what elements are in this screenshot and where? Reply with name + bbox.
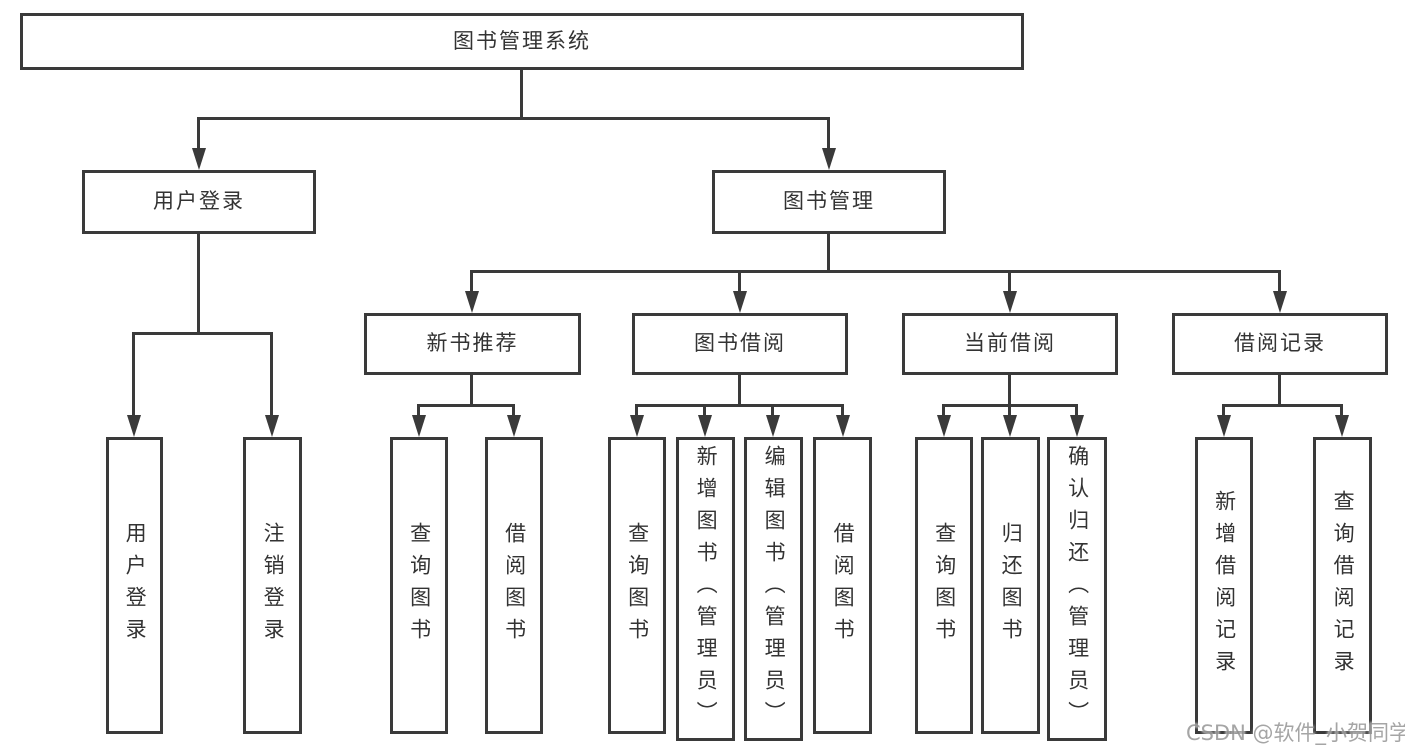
connector-v (827, 117, 830, 150)
arrow-down-icon (1217, 415, 1231, 437)
leaf-query-borrow-record: 查询借阅记录 (1313, 437, 1372, 734)
leaf-add-book-admin: 新增图书（管理员） (676, 437, 735, 741)
connector-v (1340, 404, 1343, 417)
node-borrow-records: 借阅记录 (1172, 313, 1388, 375)
connector-v (132, 332, 135, 417)
connector-v (1008, 404, 1011, 417)
arrow-down-icon (698, 415, 712, 437)
node-user-login: 用户登录 (82, 170, 316, 234)
connector-v (520, 70, 523, 118)
arrow-down-icon (1335, 415, 1349, 437)
arrow-down-icon (465, 291, 479, 313)
arrow-down-icon (507, 415, 521, 437)
node-root: 图书管理系统 (20, 13, 1024, 70)
leaf-borrow-books-recommend: 借阅图书 (485, 437, 543, 734)
arrow-down-icon (822, 148, 836, 170)
arrow-down-icon (412, 415, 426, 437)
connector-h (132, 332, 273, 335)
csdn-watermark: CSDN @软件_小贺同学 (1186, 721, 1405, 745)
connector-v (197, 234, 200, 335)
connector-v (942, 404, 945, 417)
connector-v (512, 404, 515, 417)
connector-v (1008, 270, 1011, 293)
connector-h (635, 404, 844, 407)
connector-h (470, 270, 1281, 273)
connector-v (470, 270, 473, 293)
arrow-down-icon (1070, 415, 1084, 437)
node-new-book-recommend: 新书推荐 (364, 313, 581, 375)
arrow-down-icon (733, 291, 747, 313)
connector-v (771, 404, 774, 417)
connector-v (1008, 375, 1011, 406)
arrow-down-icon (766, 415, 780, 437)
connector-v (1278, 375, 1281, 406)
arrow-down-icon (1273, 291, 1287, 313)
connector-v (703, 404, 706, 417)
leaf-borrow-books-borrow: 借阅图书 (813, 437, 872, 734)
leaf-user-login: 用户登录 (106, 437, 163, 734)
arrow-down-icon (1003, 291, 1017, 313)
connector-v (1222, 404, 1225, 417)
arrow-down-icon (265, 415, 279, 437)
connector-v (841, 404, 844, 417)
arrow-down-icon (127, 415, 141, 437)
leaf-edit-book-admin: 编辑图书（管理员） (744, 437, 803, 741)
node-book-borrowing: 图书借阅 (632, 313, 848, 375)
connector-v (1278, 270, 1281, 293)
connector-v (1075, 404, 1078, 417)
connector-v (738, 375, 741, 406)
leaf-query-books-current: 查询图书 (915, 437, 973, 734)
connector-v (738, 270, 741, 293)
arrow-down-icon (836, 415, 850, 437)
connector-v (417, 404, 420, 417)
leaf-logout-login: 注销登录 (243, 437, 302, 734)
connector-v (827, 234, 830, 272)
leaf-return-book: 归还图书 (981, 437, 1040, 734)
leaf-add-borrow-record: 新增借阅记录 (1195, 437, 1253, 734)
node-current-borrowing: 当前借阅 (902, 313, 1118, 375)
leaf-query-books-recommend: 查询图书 (390, 437, 448, 734)
arrow-down-icon (192, 148, 206, 170)
connector-h (1222, 404, 1343, 407)
connector-h (417, 404, 515, 407)
connector-v (197, 117, 200, 150)
arrow-down-icon (1003, 415, 1017, 437)
connector-h (197, 117, 829, 120)
arrow-down-icon (630, 415, 644, 437)
connector-v (270, 332, 273, 417)
node-book-management: 图书管理 (712, 170, 946, 234)
connector-v (635, 404, 638, 417)
connector-v (470, 375, 473, 406)
arrow-down-icon (937, 415, 951, 437)
leaf-confirm-return-admin: 确认归还（管理员） (1047, 437, 1107, 741)
leaf-query-books-borrow: 查询图书 (608, 437, 666, 734)
